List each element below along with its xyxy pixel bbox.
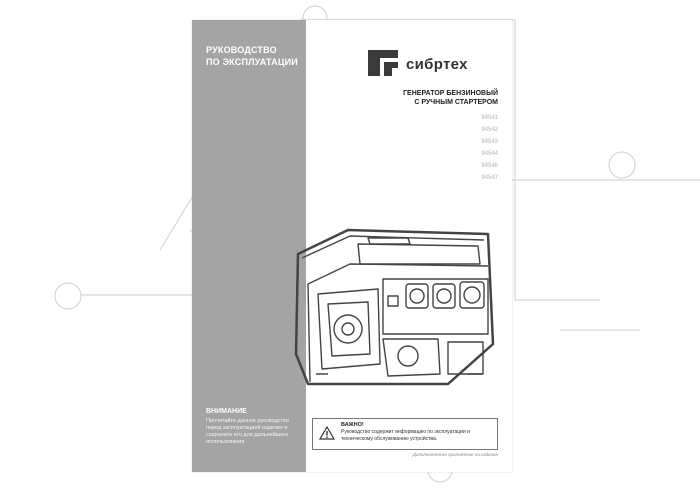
attention-title: ВНИМАНИЕ — [206, 408, 247, 415]
warning-notice: ВАЖНО! Руководство содержит информацию п… — [312, 418, 498, 450]
model-number: 94543 — [481, 139, 498, 145]
manual-title: РУКОВОДСТВО ПО ЭКСПЛУАТАЦИИ — [206, 44, 298, 68]
manual-title-line-1: РУКОВОДСТВО — [206, 45, 277, 55]
warning-title: ВАЖНО! — [341, 422, 364, 428]
brand-logo: сибртех — [364, 46, 504, 80]
brand-name: сибртех — [406, 56, 468, 73]
warning-text: Руководство содержит информацию по экспл… — [341, 429, 470, 442]
model-number: 94546 — [481, 163, 498, 169]
sibrteh-logo-icon — [368, 50, 398, 76]
model-number: 94547 — [481, 175, 498, 181]
model-number: 94542 — [481, 127, 498, 133]
product-title-line-1: ГЕНЕРАТОР БЕНЗИНОВЫЙ — [403, 90, 498, 97]
footnote: Дополнительно приложение на изделие — [412, 452, 498, 457]
generator-icon — [294, 228, 495, 386]
product-title: ГЕНЕРАТОР БЕНЗИНОВЫЙ С РУЧНЫМ СТАРТЕРОМ — [403, 89, 498, 107]
model-list: 94541 94542 94543 94544 94546 94547 — [403, 112, 498, 184]
model-number: 94544 — [481, 151, 498, 157]
model-number: 94541 — [481, 115, 498, 121]
attention-block: ВНИМАНИЕ Прочитайте данное руководство п… — [206, 408, 298, 446]
attention-text: Прочитайте данное руководство перед эксп… — [206, 418, 289, 445]
product-title-line-2: С РУЧНЫМ СТАРТЕРОМ — [414, 99, 498, 106]
manual-cover: РУКОВОДСТВО ПО ЭКСПЛУАТАЦИИ ВНИМАНИЕ Про… — [192, 20, 512, 472]
warning-triangle-icon — [319, 426, 335, 440]
manual-title-line-2: ПО ЭКСПЛУАТАЦИИ — [206, 57, 298, 67]
cover-side-band: РУКОВОДСТВО ПО ЭКСПЛУАТАЦИИ ВНИМАНИЕ Про… — [192, 20, 306, 472]
product-info: ГЕНЕРАТОР БЕНЗИНОВЫЙ С РУЧНЫМ СТАРТЕРОМ … — [403, 89, 498, 184]
